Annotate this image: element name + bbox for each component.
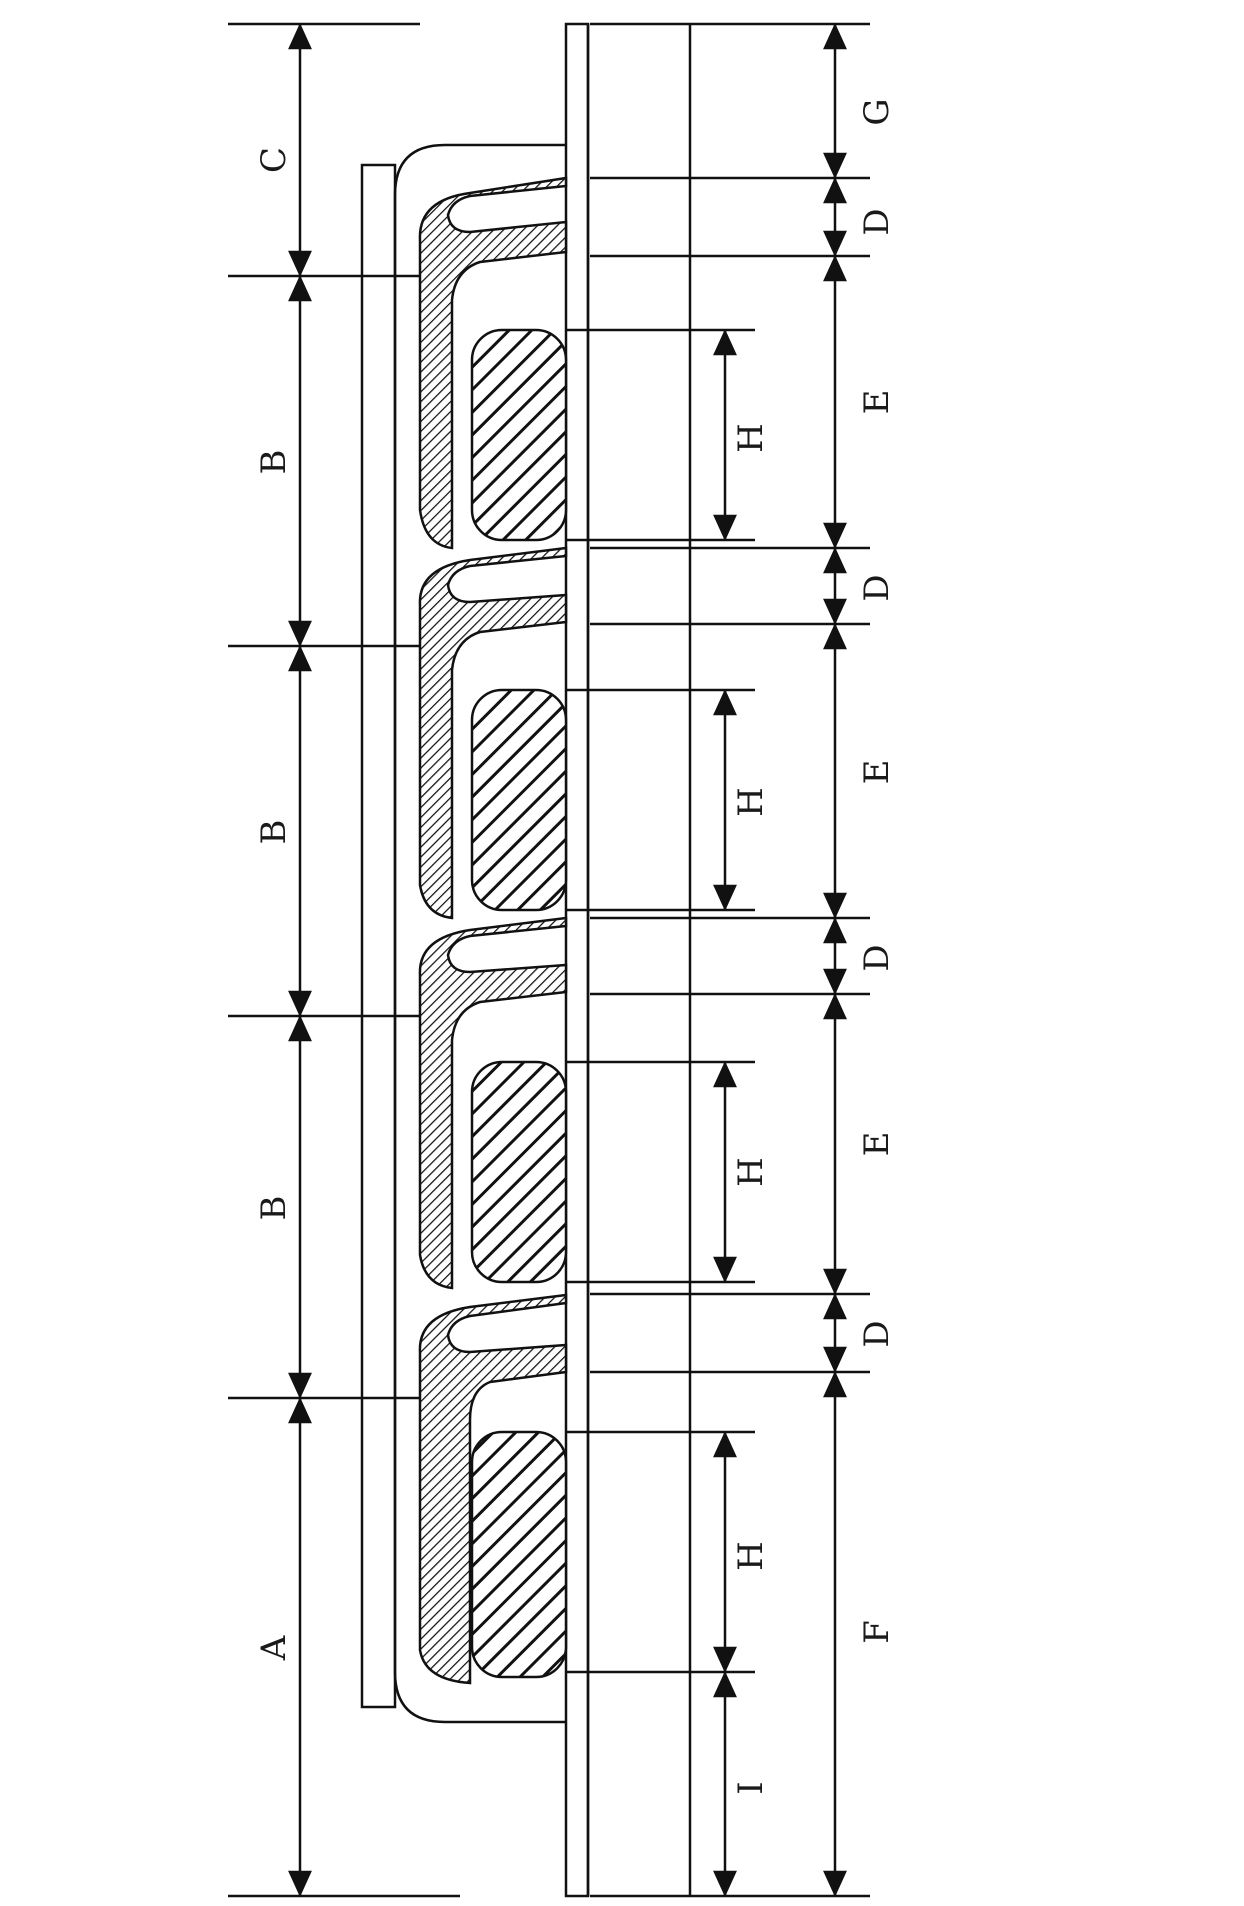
arrow bbox=[290, 278, 310, 300]
arrow bbox=[290, 648, 310, 670]
label-g: G bbox=[857, 98, 897, 125]
label-b-3: B bbox=[254, 1196, 294, 1221]
label-d-3: D bbox=[857, 944, 897, 971]
label-i: I bbox=[731, 1781, 771, 1794]
arrow bbox=[290, 1872, 310, 1894]
label-e-2: E bbox=[857, 760, 897, 785]
label-h-1: H bbox=[731, 423, 771, 453]
label-e-1: E bbox=[857, 390, 897, 415]
label-h-4: H bbox=[731, 1541, 771, 1571]
label-a: A bbox=[254, 1635, 294, 1661]
label-d-4: D bbox=[857, 1320, 897, 1347]
left-labels: C B B B A bbox=[254, 147, 294, 1661]
inner-labels: H H H H I bbox=[731, 423, 771, 1795]
label-c: C bbox=[254, 147, 294, 173]
label-h-3: H bbox=[731, 1157, 771, 1187]
core-cell-1 bbox=[472, 330, 566, 540]
label-e-3: E bbox=[857, 1132, 897, 1157]
inner-dimension-chain bbox=[566, 330, 755, 1896]
inner-plate bbox=[566, 24, 588, 1896]
label-d-2: D bbox=[857, 574, 897, 601]
label-b-2: B bbox=[254, 820, 294, 845]
label-h-2: H bbox=[731, 787, 771, 817]
core-cell-2 bbox=[472, 690, 566, 910]
arrow bbox=[290, 622, 310, 644]
core-cell-4 bbox=[472, 1432, 566, 1677]
arrow bbox=[290, 26, 310, 48]
right-labels: G D E D E D E D F bbox=[857, 98, 897, 1643]
arrow bbox=[290, 252, 310, 274]
label-f: F bbox=[857, 1620, 897, 1644]
label-b-1: B bbox=[254, 450, 294, 475]
arrow bbox=[290, 1374, 310, 1396]
arrow bbox=[290, 1400, 310, 1422]
arrow bbox=[290, 992, 310, 1014]
core-cell-3 bbox=[472, 1062, 566, 1282]
shell-sections bbox=[420, 178, 566, 1683]
base-plates bbox=[566, 24, 690, 1896]
right-dimension-chain bbox=[590, 24, 870, 1896]
top-plate bbox=[362, 165, 395, 1707]
arrow bbox=[290, 1018, 310, 1040]
label-d-1: D bbox=[857, 208, 897, 235]
